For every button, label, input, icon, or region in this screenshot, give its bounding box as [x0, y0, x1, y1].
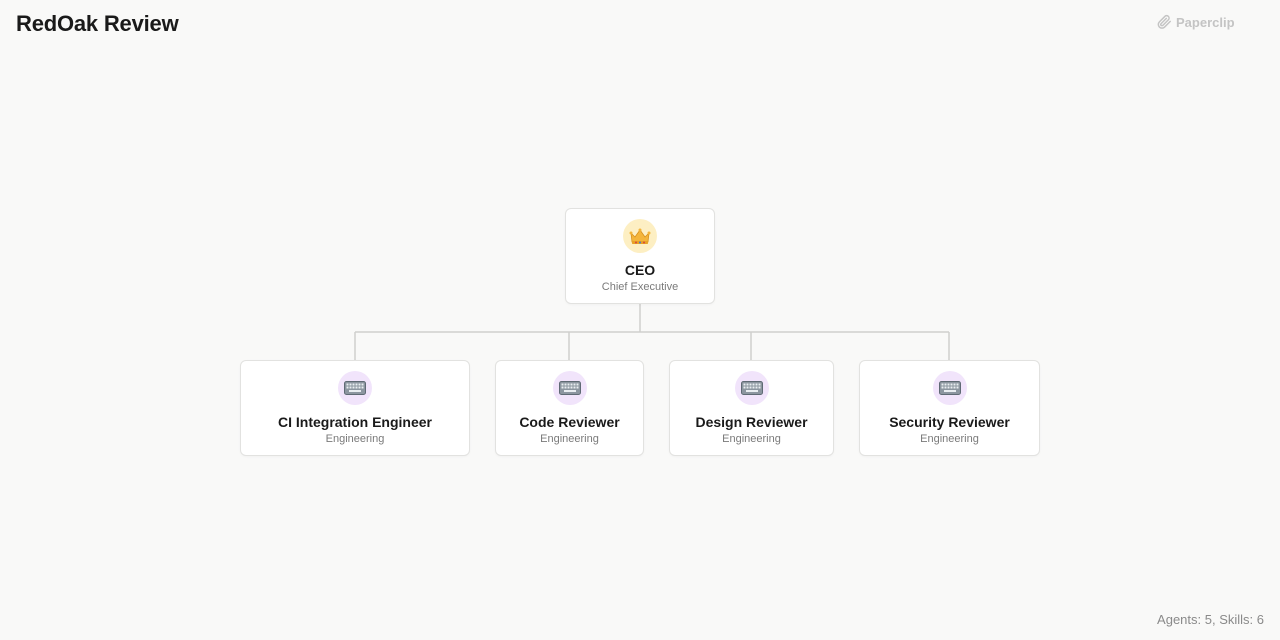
node-role: Engineering [540, 433, 599, 445]
node-name: CI Integration Engineer [277, 414, 432, 430]
org-node-ci-integration-engineer[interactable]: CI Integration Engineer Engineering [240, 360, 470, 456]
brand-name: Paperclip [1176, 14, 1235, 30]
avatar [552, 371, 587, 405]
keyboard-icon [740, 381, 763, 395]
node-name: CEO [624, 262, 656, 278]
avatar [932, 371, 967, 405]
node-role: Chief Executive [601, 281, 679, 293]
keyboard-icon [344, 381, 366, 395]
org-node-code-reviewer[interactable]: Code Reviewer Engineering [495, 360, 644, 456]
keyboard-icon [938, 381, 961, 395]
org-node-security-reviewer[interactable]: Security Reviewer Engineering [859, 360, 1040, 456]
node-role: Engineering [325, 433, 385, 445]
brand-logo: Paperclip [1156, 14, 1235, 30]
page-title: RedOak Review [16, 11, 179, 36]
org-node-ceo[interactable]: CEO Chief Executive [565, 208, 715, 304]
avatar [734, 371, 769, 405]
avatar [623, 219, 657, 253]
keyboard-icon [558, 381, 581, 395]
agent-skill-stats: Agents: 5, Skills: 6 [1157, 612, 1264, 627]
node-name: Code Reviewer [519, 414, 620, 430]
node-name: Security Reviewer [889, 414, 1010, 430]
node-role: Engineering [920, 433, 979, 445]
crown-icon [629, 227, 651, 245]
paperclip-icon [1156, 14, 1172, 30]
avatar [338, 371, 372, 405]
node-name: Design Reviewer [695, 414, 808, 430]
org-node-design-reviewer[interactable]: Design Reviewer Engineering [669, 360, 834, 456]
node-role: Engineering [722, 433, 781, 445]
